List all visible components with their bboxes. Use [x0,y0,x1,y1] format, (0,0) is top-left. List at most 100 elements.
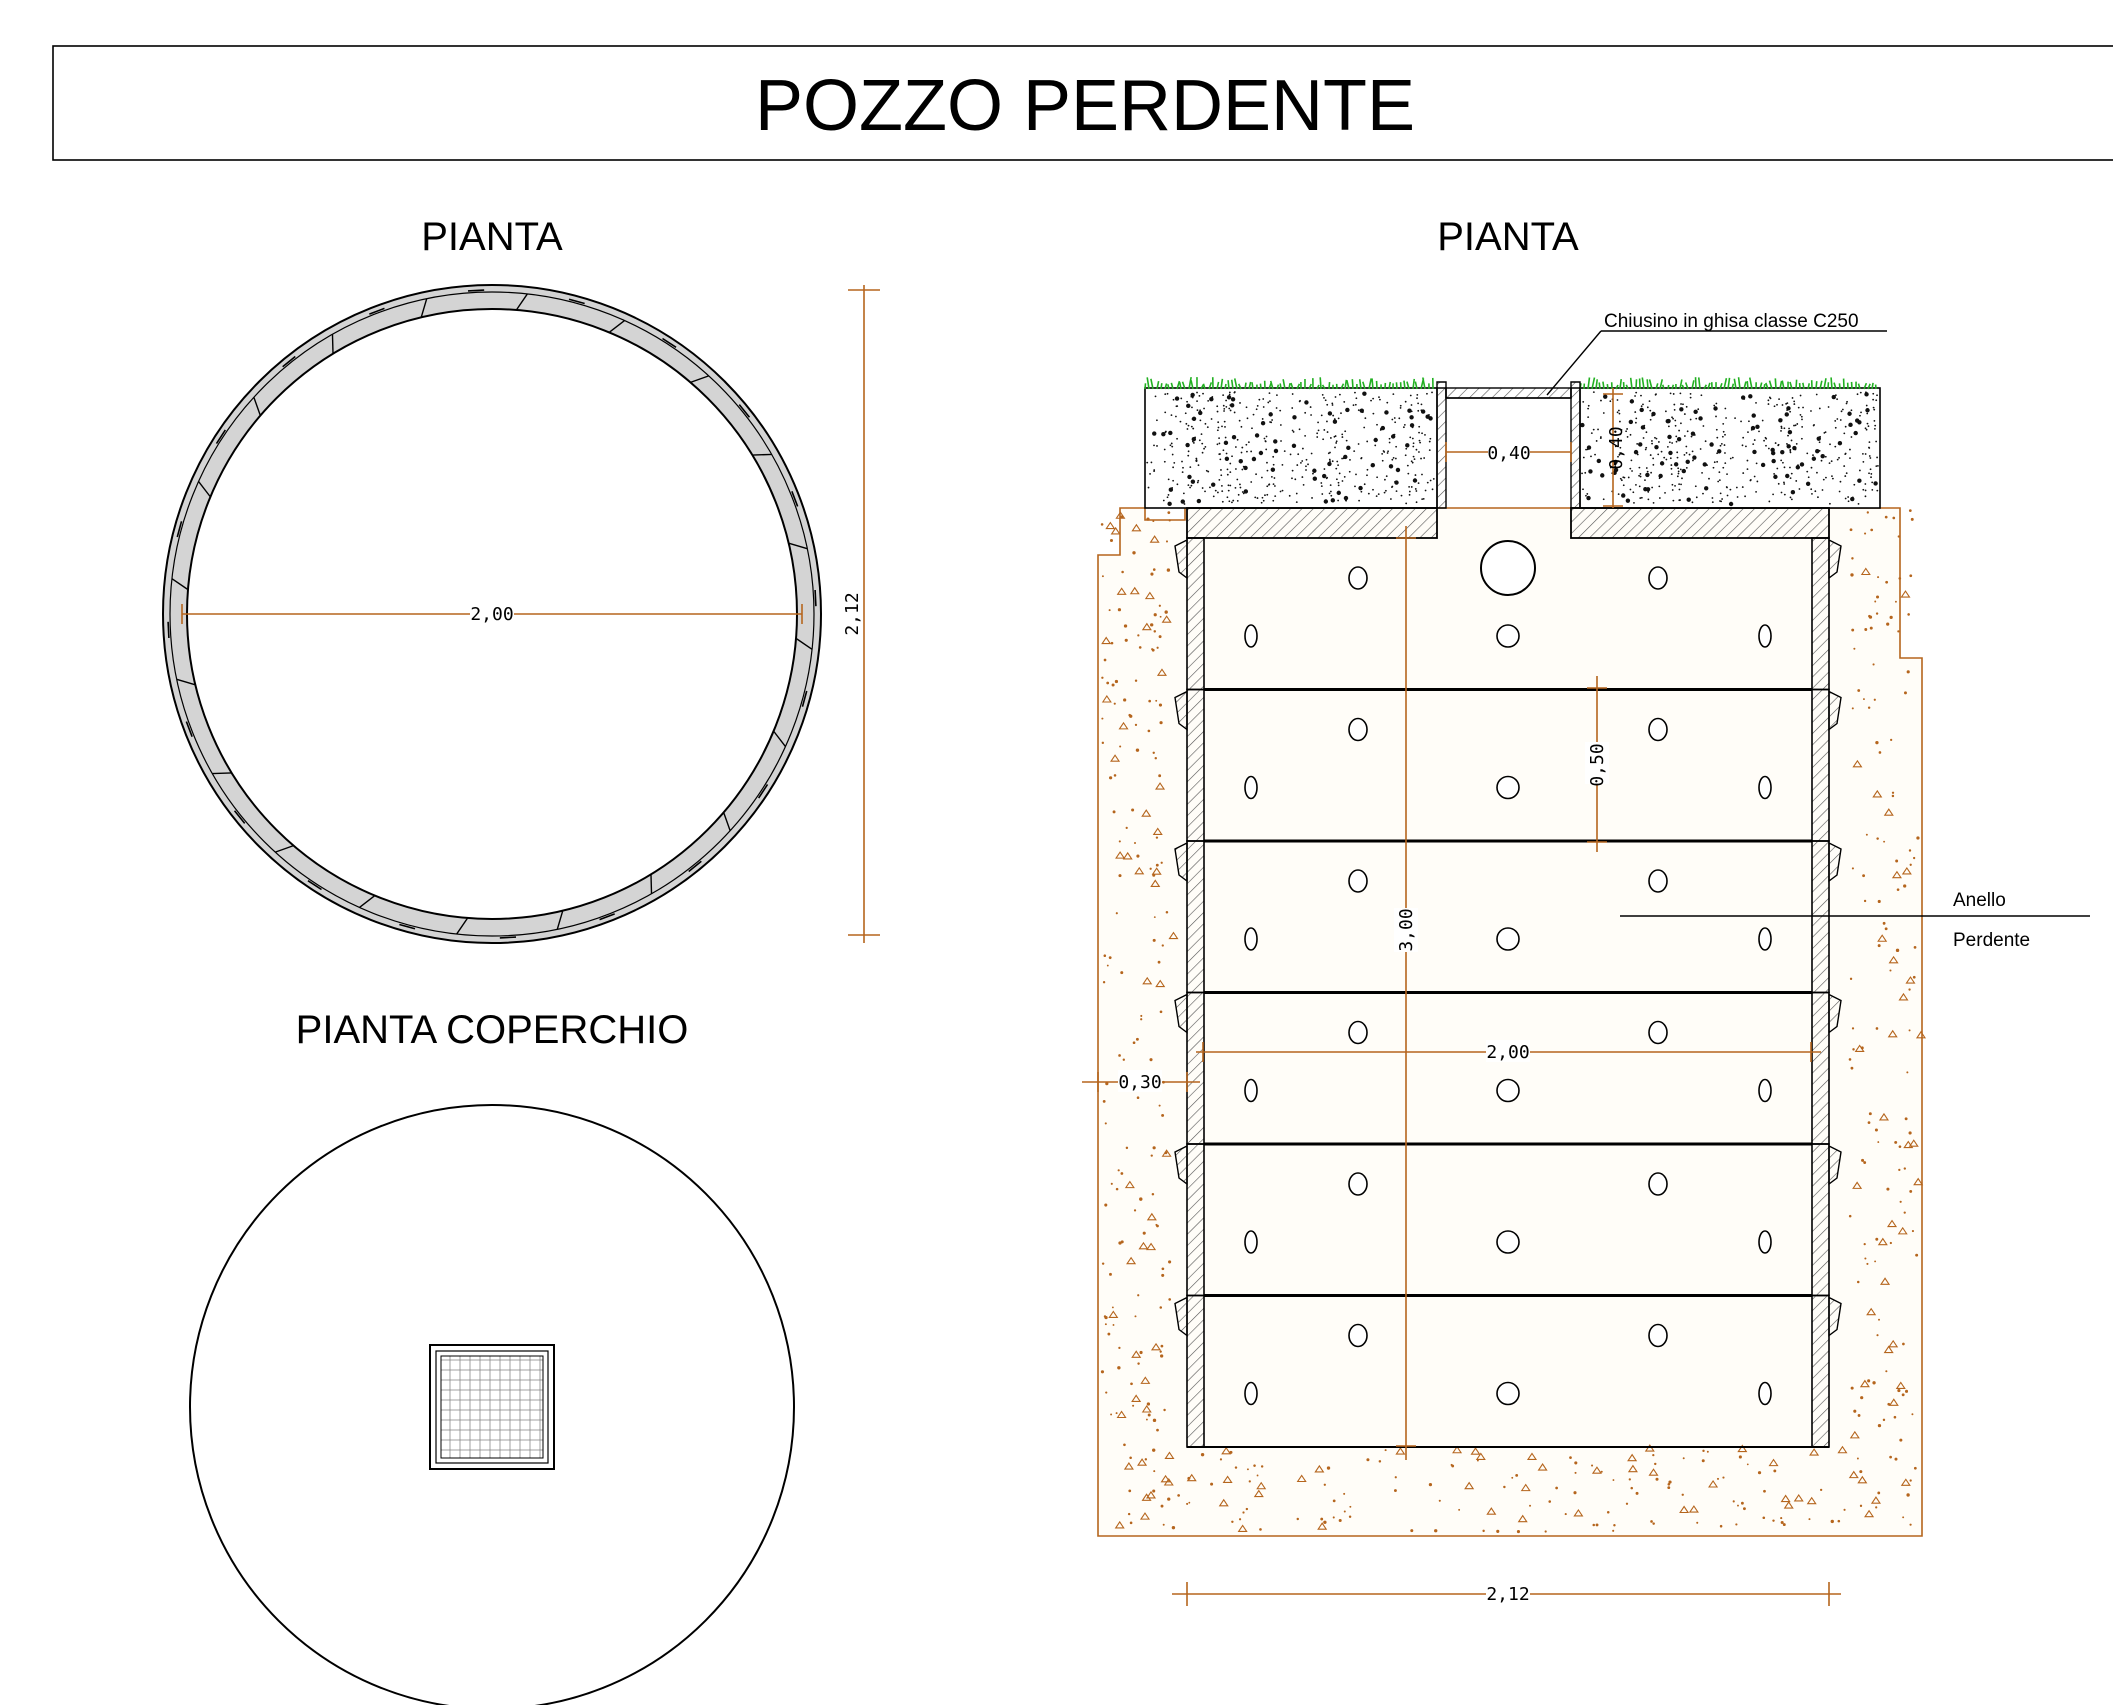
gravel-grain [1253,1464,1256,1467]
gravel-grain [1150,1154,1153,1157]
gravel-grain [1125,1146,1129,1150]
soil-grain [1829,502,1831,505]
gravel-stone [1164,1451,1175,1460]
soil-grain [1304,434,1307,437]
plan-segment-dash [499,936,517,939]
soil-grain [1793,403,1796,405]
soil-grain [1182,466,1184,469]
soil-grain [1330,494,1333,497]
soil-grain [1761,419,1764,422]
soil-grain [1838,490,1841,493]
soil-grain [1294,478,1297,481]
gravel-stone [1679,1505,1690,1514]
gravel-grain [1338,1518,1342,1523]
soil-grain [1272,455,1275,458]
soil-grain [1185,422,1188,425]
soil-grain [1802,406,1804,409]
grass-blade [1723,378,1728,390]
soil-grain [1390,434,1396,439]
soil-grain [1321,493,1324,495]
grass-blade [1819,380,1823,390]
grass-blade [1279,383,1282,390]
soil-grain [1729,457,1732,460]
soil-grain [1161,431,1166,437]
grass-blade [1595,379,1599,390]
gravel-grain [1135,748,1140,752]
soil-grain [1741,444,1744,447]
plan-segment-dash [369,307,385,315]
soil-grain [1625,498,1631,503]
soil-grain [1384,410,1389,415]
gravel-grain [1898,577,1902,580]
soil-grain [1314,470,1316,473]
soil-grain [1777,444,1780,447]
gravel-grain [1134,1315,1137,1318]
soil-grain [1167,478,1170,481]
soil-grain [1175,415,1177,418]
gravel-grain [1853,1409,1857,1413]
grass-blade [1319,377,1322,390]
soil-grain [1640,425,1646,430]
soil-grain [1269,421,1271,423]
soil-grain [1269,400,1271,403]
perforation-hole [1758,775,1772,800]
soil-grain [1639,473,1642,475]
gravel-grain [1152,520,1155,522]
soil-grain [1634,411,1637,413]
ring-flange-right [1828,538,1842,580]
soil-grain [1264,440,1267,443]
grass-blade [1629,377,1633,390]
perforation-hole [1758,624,1772,648]
gravel-grain [1863,1161,1867,1164]
soil-grain [1250,450,1253,453]
soil-grain [1408,490,1411,493]
soil-grain [1256,404,1259,407]
gravel-grain [1743,1507,1746,1511]
gravel-grain [1349,1505,1352,1508]
gravel-stone [1110,754,1121,762]
soil-grain [1316,436,1319,438]
grass-blade [1691,380,1695,390]
gravel-stone [1140,1376,1151,1384]
perforation-hole [1348,717,1368,742]
soil-grain [1391,458,1394,461]
soil-grain [1797,406,1800,409]
soil-grain [1204,422,1207,425]
soil-grain [1197,479,1200,482]
gravel-stone [1908,1139,1919,1147]
soil-grain [1654,436,1656,439]
soil-grain [1219,458,1222,461]
soil-grain [1321,473,1327,479]
soil-grain [1266,461,1268,464]
plan-segment-joint [515,293,528,311]
soil-grain [1229,409,1232,412]
soil-grain [1364,417,1367,420]
soil-grain [1224,426,1226,428]
grass-blade [1789,381,1793,390]
soil-grain [1807,476,1810,479]
plan-outer-diameter-label: 2,12 [842,592,863,635]
grass-blade [1648,379,1653,390]
gravel-grain [1612,1529,1615,1532]
soil-grain [1834,394,1837,396]
cover-label: Chiusino in ghisa classe C250 [1604,311,1859,332]
soil-grain [1420,403,1423,406]
gravel-grain [1819,1488,1823,1492]
grass-blade [1328,381,1331,390]
perforation-hole [1348,566,1368,590]
grass-blade [1802,382,1805,390]
grass-blade [1224,383,1227,390]
soil-grain [1674,485,1676,487]
gravel-grain [1852,1048,1855,1051]
soil-grain [1341,433,1344,436]
soil-grain [1830,460,1833,463]
soil-grain [1629,399,1635,404]
soil-grain [1702,425,1705,427]
soil-grain [1338,472,1341,475]
soil-grain [1199,419,1202,422]
soil-grain [1649,454,1652,456]
soil-grain [1164,411,1167,414]
soil-grain [1721,498,1724,500]
soil-grain [1358,499,1360,502]
soil-grain [1424,433,1426,436]
